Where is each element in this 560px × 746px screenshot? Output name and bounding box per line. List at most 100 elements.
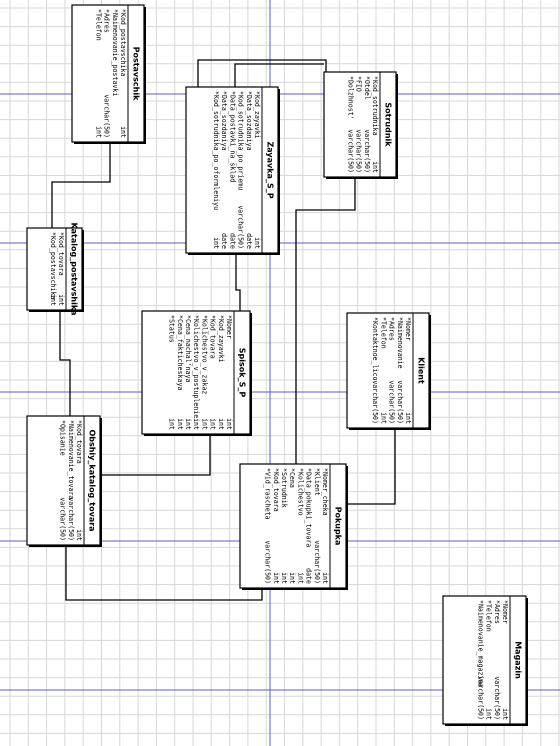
attribute-name: *Kontaktnoe_lico xyxy=(371,317,379,381)
attribute-type: int xyxy=(404,412,412,424)
attribute-name: *Kod_tovara xyxy=(75,420,83,464)
attribute-name: *Kolichestvo_v_postuplenie xyxy=(192,315,200,418)
entity-katalog[interactable]: Katalog_postavshika*Kod_tovaraint*Kod_po… xyxy=(26,222,84,316)
attribute-type: int xyxy=(253,237,261,249)
attribute-type: varchar(50) xyxy=(103,94,111,138)
attribute-type: int xyxy=(209,418,217,430)
attribute-type: int xyxy=(212,237,220,249)
entity-title: Klient xyxy=(417,357,426,384)
attribute-name: *Adres xyxy=(103,9,111,33)
entity-magazin[interactable]: Magazin*Nomerint*Adresvarchar(50)*Telefo… xyxy=(442,595,528,726)
entity-sotrudnik[interactable]: Sotrudnik*Kod_sotrudnikaint*Otdelvarchar… xyxy=(323,71,398,179)
attribute-type: date xyxy=(220,233,228,249)
attribute-type: varchar(50) xyxy=(355,129,363,173)
entity-pokupka[interactable]: Pokupka*Nomer_chekaint*Klientvarchar(50)… xyxy=(239,463,348,590)
attribute-name: *Kod_tovara xyxy=(272,468,280,512)
entity-title: Obshiy_katalog_tovara xyxy=(88,429,97,531)
attribute-type: int xyxy=(296,572,304,584)
attribute-type: date xyxy=(245,233,253,249)
rel-zayavka-sotrudnik xyxy=(197,59,327,87)
attribute-name: *Kod_postavschika xyxy=(49,232,57,300)
attribute-name: *Sotrudnik xyxy=(280,468,288,508)
attribute-name: *Cena_nachal'naya xyxy=(184,315,192,383)
rel-klient-pokupka xyxy=(346,428,396,505)
entity-box xyxy=(346,312,430,429)
attribute-name: *Nomer_cheka xyxy=(321,468,329,516)
attribute-name: *Kolichestvo xyxy=(296,468,304,516)
attribute-name: *Naimenovanie_magazina xyxy=(476,600,484,687)
attribute-name: *Naimenovanie_tovara xyxy=(67,420,75,499)
attribute-type: int xyxy=(272,572,280,584)
attribute-name: *Kod_sotrudnika_po_priemu xyxy=(237,91,245,190)
attribute-type: varchar(50) xyxy=(388,380,396,424)
attribute-name: *Dolzhnost' xyxy=(346,76,354,120)
rel-sotrudnik-pokupka xyxy=(295,177,356,464)
rel-postavshik-katalog xyxy=(51,142,111,228)
rel-zayavka-spisok xyxy=(235,253,241,311)
attribute-name: *Otdel xyxy=(363,76,371,100)
attribute-type: int xyxy=(321,572,329,584)
attribute-name: *Kod_zayavki xyxy=(253,91,261,139)
entity-box xyxy=(71,4,145,143)
rel-obshiy-pokupka xyxy=(65,545,263,601)
attribute-type: int xyxy=(57,294,65,306)
rel-zayavka-sotrudnik-2 xyxy=(234,63,324,87)
attribute-name: *FIO xyxy=(355,76,363,92)
attribute-type: varchar(50) xyxy=(363,129,371,173)
entity-box xyxy=(26,415,101,546)
attribute-type: varchar(50) xyxy=(493,676,501,720)
attribute-type: varchar(50) xyxy=(313,540,321,584)
attribute-type: int xyxy=(200,418,208,430)
attribute-name: *Adres xyxy=(493,600,501,624)
attribute-type: varchar(50) xyxy=(476,676,484,720)
attribute-type: int xyxy=(75,529,83,541)
attribute-name: *Kod_zayavki xyxy=(217,315,225,363)
entity-klient[interactable]: Klient*Nomerint*Naimenovanievarchar(50)*… xyxy=(346,312,431,430)
attribute-type: varchar(50) xyxy=(237,205,245,249)
attribute-type: int xyxy=(225,418,233,430)
attribute-type: int xyxy=(485,708,493,720)
entity-box xyxy=(239,463,347,589)
attribute-name: *Cena_fakticheskaya xyxy=(176,315,184,390)
attribute-name: *Vid_rascheta xyxy=(264,468,272,520)
attribute-name: *Naimenovanie_postavki xyxy=(111,9,119,96)
attribute-name: *Nomer xyxy=(404,317,412,341)
attribute-type: int xyxy=(501,708,509,720)
attribute-name: *Kod_sotrudnika xyxy=(371,76,379,136)
attribute-name: *Data_sozdaniya xyxy=(245,91,253,151)
attribute-type: int xyxy=(217,418,225,430)
attribute-name: *Data_pokupki_tovara xyxy=(305,468,313,547)
attribute-type: int xyxy=(49,294,57,306)
attribute-name: *Kolichestvo_v_zakaz xyxy=(200,315,208,394)
attribute-name: *Naimenovanie xyxy=(396,317,404,369)
attribute-name: *Telefon xyxy=(94,9,102,41)
attribute-name: *Klient xyxy=(313,468,321,496)
entity-title: Magazin xyxy=(514,641,523,679)
attribute-type: int xyxy=(176,418,184,430)
entity-zayavka[interactable]: Zayavka_S_P*Kod_zayavkiint*Data_sozdaniy… xyxy=(185,86,280,255)
entity-postavshik[interactable]: Postavschik*Kod_postavschikaint*Naimenov… xyxy=(71,4,146,144)
entity-boxes: Postavschik*Kod_postavschikaint*Naimenov… xyxy=(26,4,528,726)
attribute-type: int xyxy=(184,418,192,430)
entity-box xyxy=(26,227,83,311)
attribute-name: *Opisanie xyxy=(59,420,67,456)
attribute-type: varchar(50) xyxy=(264,540,272,584)
attribute-name: *Data_postavki_na_sklad xyxy=(228,91,236,182)
entity-title: Postavschik xyxy=(132,47,141,102)
attribute-name: *Kod_tovara xyxy=(209,315,217,359)
attribute-name: *Data_sozdaniya xyxy=(220,91,228,151)
attribute-type: varchar(50) xyxy=(371,380,379,424)
attribute-type: int xyxy=(288,572,296,584)
entity-spisok[interactable]: Spisok_S_P*Nomerint*Kod_zayavkiint*Kod_t… xyxy=(141,310,252,436)
attribute-type: varchar(50) xyxy=(67,497,75,541)
relationship-lines xyxy=(51,59,396,601)
entity-title: Katalog_postavshika xyxy=(70,222,79,315)
entity-box xyxy=(141,310,251,435)
attribute-name: *Status xyxy=(168,315,176,343)
attribute-type: date xyxy=(228,233,236,249)
attribute-name: *Kod_sotrudnika_po_oformleniyu xyxy=(212,91,220,210)
attribute-name: *Telefon xyxy=(485,600,493,632)
attribute-type: int xyxy=(280,572,288,584)
attribute-type: varchar(50) xyxy=(396,380,404,424)
